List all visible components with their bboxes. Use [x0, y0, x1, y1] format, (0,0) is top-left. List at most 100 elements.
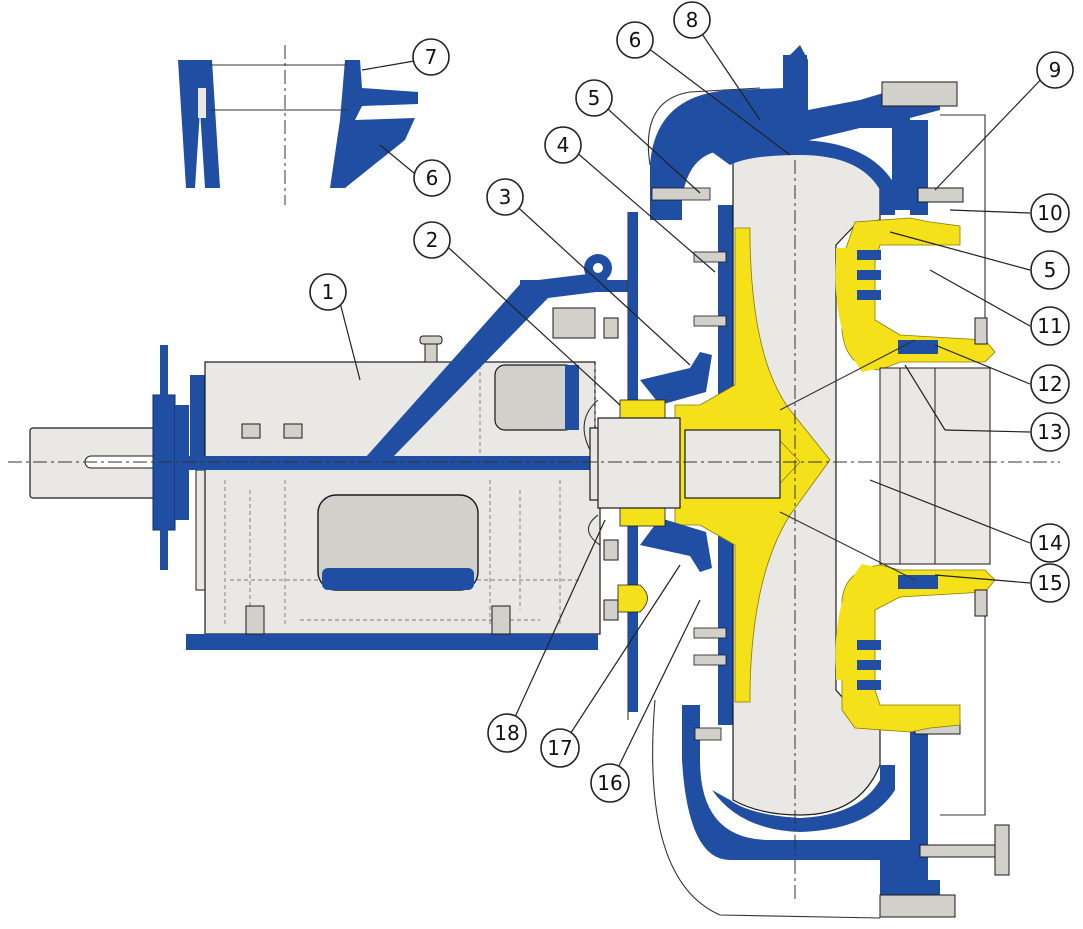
- volute-liner-blue-upper: [712, 140, 895, 215]
- svg-text:11: 11: [1037, 314, 1062, 338]
- housing-bolt: [491, 605, 511, 635]
- svg-text:14: 14: [1037, 531, 1062, 555]
- callout-18: 18: [487, 713, 527, 753]
- callout-16: 16: [590, 763, 630, 803]
- leader-lines: [337, 21, 1051, 781]
- base-top-rail: [186, 456, 594, 470]
- adjust-bolt: [857, 290, 881, 300]
- callout-6-inset: 6: [413, 159, 451, 197]
- casing-top-bolt: [881, 81, 958, 107]
- gland-packing-bottom: [619, 507, 666, 527]
- gland-seal: [583, 317, 712, 621]
- adjust-bolt: [857, 680, 881, 690]
- housing-bolt: [241, 423, 261, 439]
- stud: [693, 654, 727, 666]
- adjust-bolt: [857, 640, 881, 650]
- grease-nipple-cap: [419, 335, 443, 345]
- callout-1: 1: [309, 273, 347, 311]
- cover-bolt-top: [917, 187, 964, 203]
- svg-text:10: 10: [1037, 201, 1062, 225]
- seal-ring: [898, 340, 938, 354]
- window-strip: [322, 568, 474, 590]
- throatbush-lower: [841, 564, 996, 733]
- seal-ring: [898, 575, 938, 589]
- svg-text:6: 6: [629, 28, 642, 52]
- svg-text:9: 9: [1049, 58, 1062, 82]
- svg-text:13: 13: [1037, 420, 1062, 444]
- inset-detail: [178, 45, 418, 205]
- svg-text:15: 15: [1037, 571, 1062, 595]
- svg-text:1: 1: [322, 280, 335, 304]
- bearing-assembly: [29, 254, 691, 650]
- lantern-clamp: [617, 584, 648, 613]
- gland-packing-top: [619, 399, 666, 419]
- impeller: [674, 227, 916, 703]
- nameplate: [552, 307, 596, 339]
- gland-bolt: [603, 539, 619, 561]
- expeller-lower: [640, 518, 712, 572]
- impeller-front-shroud: [835, 248, 880, 372]
- callout-10: 10: [1030, 193, 1070, 233]
- svg-text:4: 4: [557, 133, 570, 157]
- callout-5-upper: 5: [575, 79, 613, 117]
- callouts: 1 2 3 4 5 6 8 9 10 5 11 12 13 14 15 16 1…: [309, 1, 1074, 803]
- lifting-eye-hole: [593, 263, 603, 273]
- throatbush: [841, 217, 996, 733]
- bearing-cap: [494, 364, 576, 431]
- stud: [693, 315, 727, 327]
- suction-nozzle-bottom: [974, 589, 988, 617]
- callout-5-lower: 5: [1030, 250, 1070, 290]
- svg-text:16: 16: [597, 771, 622, 795]
- casing-lower: [650, 705, 940, 900]
- casing-upper: [650, 45, 940, 220]
- svg-text:6: 6: [426, 166, 439, 190]
- callout-6-main: 6: [616, 21, 654, 59]
- callout-8: 8: [673, 1, 711, 39]
- callout-17: 17: [540, 728, 580, 768]
- housing-bolt: [245, 605, 265, 635]
- stud: [693, 251, 727, 263]
- flange-bolt: [160, 525, 168, 570]
- impeller-front-shroud-lower: [835, 564, 880, 680]
- cover-plate-lower: [910, 720, 928, 880]
- callout-14: 14: [1030, 523, 1070, 563]
- casing-bolt: [651, 187, 711, 201]
- callout-9: 9: [1036, 51, 1074, 89]
- callout-13: 13: [1030, 412, 1070, 452]
- bracket-top: [520, 280, 628, 292]
- gland-body: [597, 417, 681, 509]
- svg-text:5: 5: [1044, 258, 1057, 282]
- inset-left-gap: [198, 88, 206, 118]
- callout-3: 3: [486, 178, 524, 216]
- bearing-cap-blue: [565, 365, 579, 430]
- suction-nozzle-top: [974, 317, 988, 345]
- svg-text:2: 2: [426, 228, 439, 252]
- shaft-sleeve: [684, 429, 781, 499]
- stud: [693, 627, 727, 639]
- expeller-upper: [640, 352, 712, 405]
- bracket-strut: [365, 272, 612, 458]
- casing-bolt: [694, 727, 722, 741]
- inset-right-piece: [330, 60, 418, 188]
- casing-bottom-bolt: [879, 894, 956, 918]
- svg-text:7: 7: [425, 45, 438, 69]
- svg-text:12: 12: [1037, 372, 1062, 396]
- callout-12: 12: [1030, 364, 1070, 404]
- gland-bolt: [603, 317, 619, 339]
- svg-text:17: 17: [547, 736, 572, 760]
- gland-bolt: [603, 599, 619, 621]
- adjust-bolt: [857, 270, 881, 280]
- svg-text:5: 5: [588, 86, 601, 110]
- callout-4: 4: [544, 126, 582, 164]
- flange-hub: [175, 405, 189, 520]
- adjust-bolt: [857, 250, 881, 260]
- callout-15: 15: [1030, 563, 1070, 603]
- discharge-nozzle: [783, 55, 807, 115]
- callout-7: 7: [412, 38, 450, 76]
- housing-bolt: [283, 423, 303, 439]
- svg-text:18: 18: [494, 721, 519, 745]
- callout-2: 2: [413, 221, 451, 259]
- base-bottom-rail: [186, 634, 598, 650]
- svg-text:8: 8: [686, 8, 699, 32]
